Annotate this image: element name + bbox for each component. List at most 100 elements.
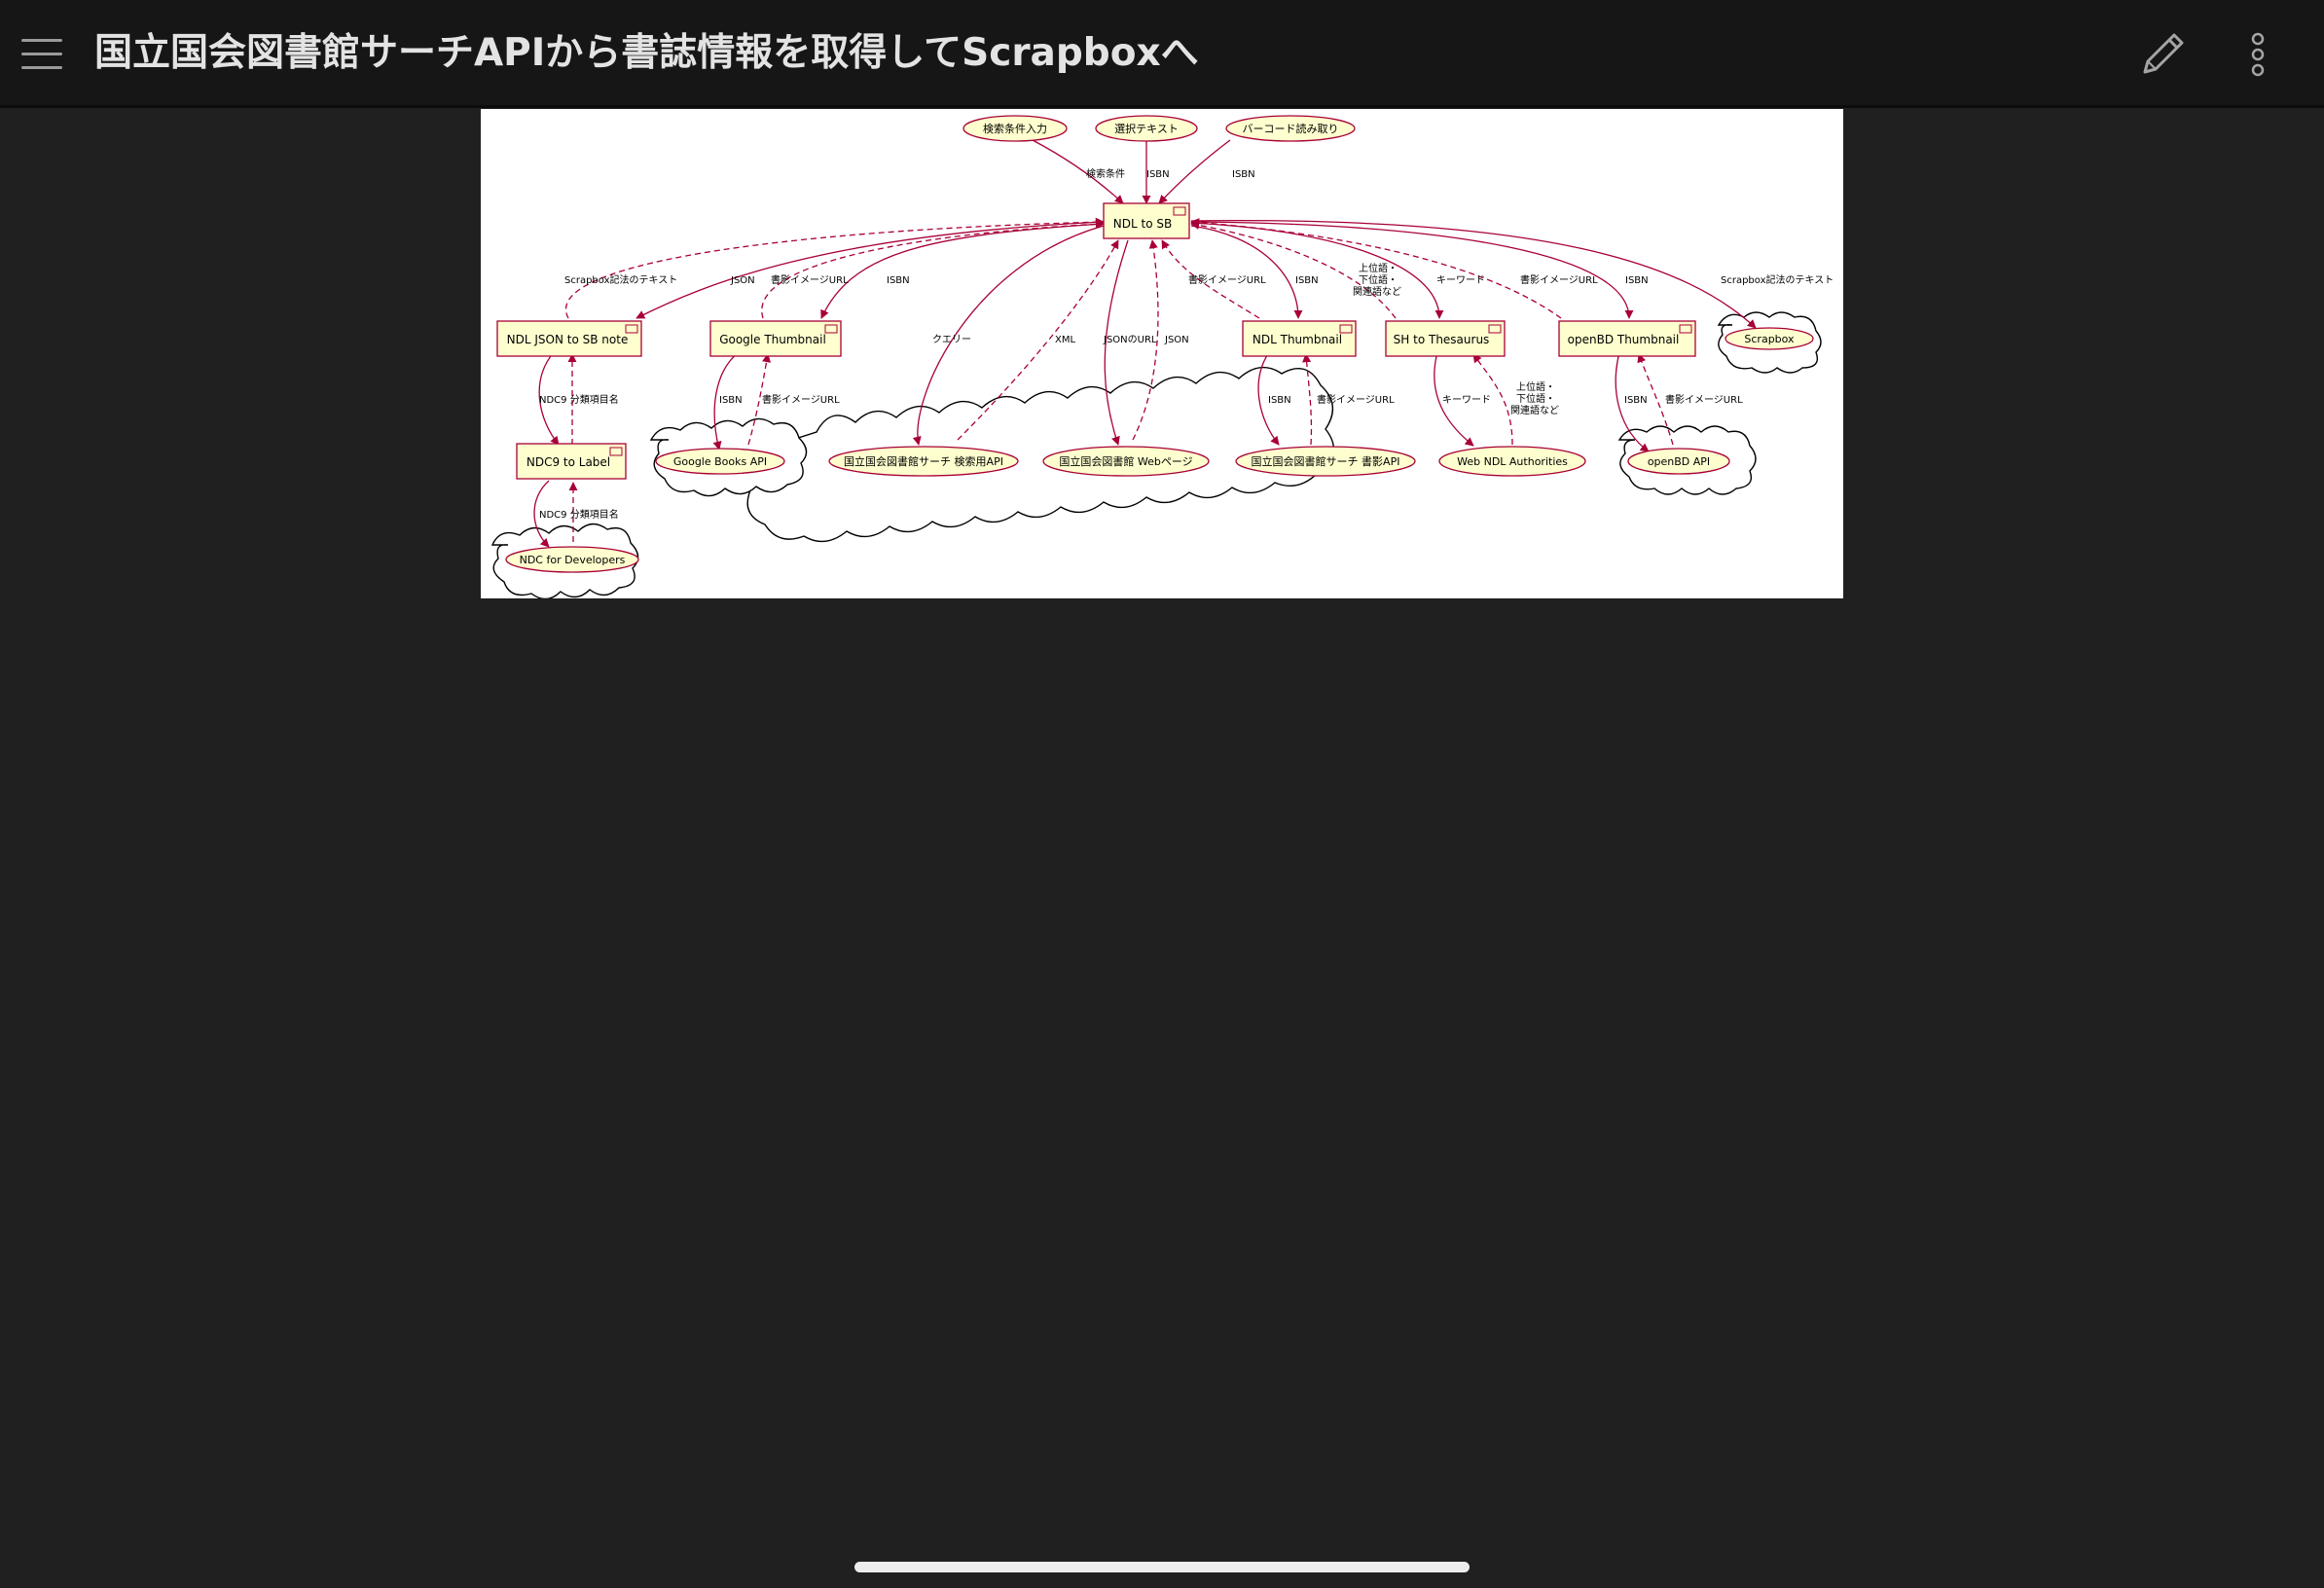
edge-barcode-sb [1158,139,1231,204]
svg-text:国立国会図書館サーチ 書影API: 国立国会図書館サーチ 書影API [1252,454,1400,468]
svg-text:Google Thumbnail: Google Thumbnail [719,333,826,346]
input-search-label: 検索条件入力 [983,122,1047,135]
edge-sb-obd [1190,221,1634,319]
input-barcode-label: バーコード読み取り [1243,122,1339,135]
component-ndl-json: NDL JSON to SB note [496,320,642,357]
svg-text:書影イメージURL: 書影イメージURL [1520,273,1598,286]
edge-sb-web [1104,239,1129,446]
svg-text:下位語・: 下位語・ [1516,392,1555,405]
vertical-ellipsis-icon[interactable] [2240,29,2275,80]
component-openbd-thumb: openBD Thumbnail [1558,320,1696,357]
svg-text:NDC9 分類項目名: NDC9 分類項目名 [539,393,619,406]
architecture-diagram: 検索条件入力 選択テキスト バーコード読み取り NDL to SB NDL JS… [481,109,1843,598]
svg-text:関連語など: 関連語など [1510,404,1559,416]
svg-text:関連語など: 関連語など [1353,285,1401,298]
svg-text:書影イメージURL: 書影イメージURL [1317,393,1395,406]
svg-text:ISBN: ISBN [1625,275,1649,286]
svg-text:ISBN: ISBN [1232,169,1255,180]
svg-text:NDC9 分類項目名: NDC9 分類項目名 [539,508,619,521]
hamburger-menu-icon[interactable] [18,35,66,74]
app-header: 国立国会図書館サーチAPIから書誌情報を取得してScrapboxへ [0,0,2324,108]
edge-sb-jsonnote [635,221,1105,319]
svg-text:NDL JSON to SB note: NDL JSON to SB note [507,333,629,346]
svg-text:ISBN: ISBN [1268,395,1291,406]
svg-text:国立国会図書館サーチ 検索用API: 国立国会図書館サーチ 検索用API [844,454,1003,468]
svg-text:NDC9 to Label: NDC9 to Label [527,455,610,469]
edge-search-sb [1032,139,1124,204]
input-selection [1095,115,1198,142]
component-ndc9-label: NDC9 to Label [516,443,627,480]
edge-gbooks-gthumb [747,353,772,446]
edge-ndlthumb-sb [1161,239,1260,319]
edge-api-obd [1637,353,1674,446]
svg-text:書影イメージURL: 書影イメージURL [771,273,849,286]
edge-gthumb-gbooks [712,351,740,451]
svg-text:書影イメージURL: 書影イメージURL [1188,273,1266,286]
svg-text:書影イメージURL: 書影イメージURL [1665,393,1743,406]
edge-ndlthumb-imgapi [1257,351,1280,446]
svg-text:検索条件: 検索条件 [1086,167,1125,180]
svg-text:上位語・: 上位語・ [1359,262,1398,274]
svg-text:書影イメージURL: 書影イメージURL [762,393,840,406]
svg-text:ISBN: ISBN [719,395,743,406]
node-ndl-search-api [828,446,1019,477]
svg-text:JSON: JSON [730,275,755,286]
pencil-icon[interactable] [2137,29,2188,80]
node-ndc-dev [505,546,639,573]
svg-text:国立国会図書館 Webページ: 国立国会図書館 Webページ [1059,454,1192,468]
page-title: 国立国会図書館サーチAPIから書誌情報を取得してScrapboxへ [94,31,1199,75]
node-google-books [655,448,785,475]
input-selection-label: 選択テキスト [1114,122,1179,135]
svg-text:キーワード: キーワード [1442,395,1491,406]
svg-text:openBD Thumbnail: openBD Thumbnail [1568,333,1680,346]
svg-text:ISBN: ISBN [1295,275,1319,286]
node-web-ndla [1438,446,1586,477]
svg-text:ISBN: ISBN [887,275,910,286]
node-ndl-image-api [1235,446,1416,477]
edge-sb-query [912,225,1105,446]
svg-text:NDL to SB: NDL to SB [1113,217,1172,231]
edge-obd-api [1615,351,1650,452]
svg-text:ISBN: ISBN [1146,169,1170,180]
component-ndl-to-sb: NDL to SB [1103,202,1190,239]
svg-text:JSON: JSON [1164,335,1189,345]
svg-text:下位語・: 下位語・ [1359,273,1398,286]
edge-sh-ndla [1434,351,1474,447]
node-openbd-api [1627,448,1730,475]
edge-sb-sh [1190,222,1444,319]
input-search [962,115,1068,142]
edge-ndc-dev [533,480,550,548]
edge-labels: 検索条件 ISBN ISBN Scrapbox記法のテキスト JSON 書影イメ… [539,167,1834,521]
edge-xml [957,239,1119,441]
svg-text:上位語・: 上位語・ [1516,380,1555,393]
node-scrapbox [1725,327,1814,350]
node-ndl-web [1042,446,1210,477]
edge-sb-gthumb [820,223,1105,319]
svg-text:Scrapbox: Scrapbox [1744,333,1795,345]
home-indicator [854,1562,1470,1572]
svg-text:Scrapbox記法のテキスト: Scrapbox記法のテキスト [564,273,677,286]
svg-text:ISBN: ISBN [1624,395,1648,406]
svg-text:XML: XML [1055,335,1075,345]
edge-note-ndc [538,351,560,446]
edge-ndla-sh [1472,353,1513,446]
edge-gthumb-sb [761,219,1105,319]
svg-text:SH to Thesaurus: SH to Thesaurus [1394,333,1490,346]
svg-text:openBD API: openBD API [1648,455,1710,468]
svg-text:Scrapbox記法のテキスト: Scrapbox記法のテキスト [1721,273,1834,286]
svg-text:キーワード: キーワード [1436,275,1485,286]
svg-text:JSONのURL: JSONのURL [1103,335,1157,345]
edges [533,139,1757,548]
edge-sh-sb [1190,220,1397,319]
svg-text:Google Books API: Google Books API [673,455,767,468]
input-barcode [1225,115,1356,142]
edge-imgapi-ndlthumb [1302,353,1313,446]
edge-sb-scrapbox [1190,220,1757,329]
edge-obd-sb [1190,218,1562,319]
svg-text:NDL Thumbnail: NDL Thumbnail [1253,333,1342,346]
cloud-ndl-services [741,366,1334,543]
component-ndl-thumb: NDL Thumbnail [1242,320,1357,357]
svg-text:NDC for Developers: NDC for Developers [520,554,626,566]
svg-text:Web NDL Authorities: Web NDL Authorities [1457,455,1568,468]
edge-web-json [1132,239,1159,441]
